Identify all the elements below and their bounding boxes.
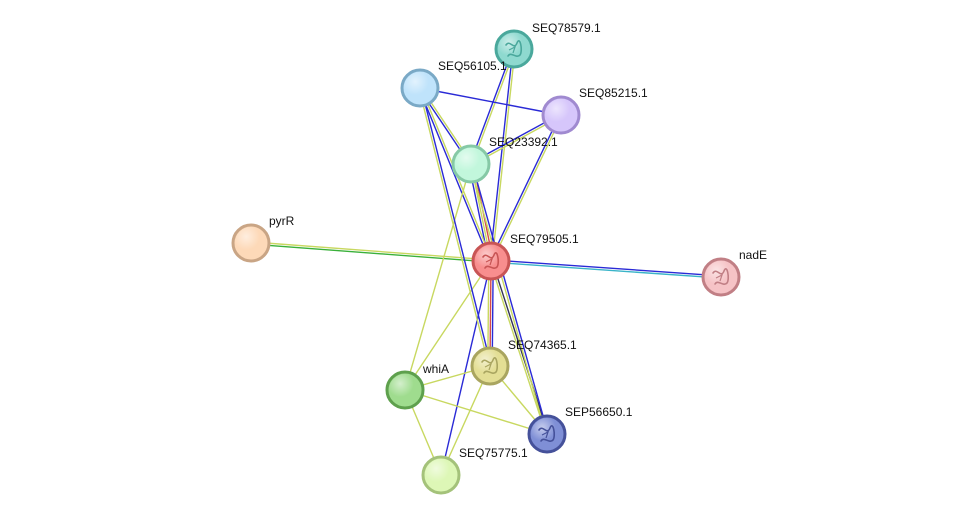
edge-channel-line [469,48,514,164]
edge-channel-line [418,88,490,367]
protein-structure-icon [482,252,500,269]
node-whia[interactable]: whiA [385,362,449,410]
node-seq75775-1[interactable]: SEQ75775.1 [421,446,528,495]
protein-structure-icon [481,357,499,374]
edge-whia-sep56650-1[interactable] [404,389,548,435]
edge-channel-line [489,48,514,261]
node-label: SEP56650.1 [565,405,633,419]
edge-channel-line [420,87,492,366]
edge-seq23392-1-seq78579-1[interactable] [469,48,516,165]
node-seq85215-1[interactable]: SEQ85215.1 [541,86,648,135]
node-sep56650-1[interactable]: SEP56650.1 [527,405,633,454]
node-label: whiA [422,362,449,376]
node-seq23392-1[interactable]: SEQ23392.1 [451,135,558,184]
edge-channel-line [471,163,549,434]
node-label: SEQ78579.1 [532,21,601,35]
node-label: SEQ85215.1 [579,86,648,100]
edge-seq79505-1-seq78579-1[interactable] [489,48,516,262]
edge-channel-line [489,261,547,435]
edge-channel-line [404,389,548,435]
node-nade[interactable]: nadE [701,248,767,297]
edge-channel-line [491,259,722,277]
edge-channel-line [419,87,562,116]
edge-channel-line [491,49,516,262]
edge-seq79505-1-pyrr[interactable] [250,241,492,263]
node-label: SEQ23392.1 [489,135,558,149]
node-highlight [545,99,577,131]
edge-seq56105-1-seq85215-1[interactable] [419,87,562,116]
node-highlight [235,227,267,259]
protein-structure-icon [505,40,523,57]
node-label: SEQ74365.1 [508,338,577,352]
edge-seq79505-1-seq85215-1[interactable] [489,114,563,262]
edge-channel-line [418,88,491,262]
node-label: SEQ79505.1 [510,232,579,246]
node-label: nadE [739,248,767,262]
edge-seq23392-1-whia[interactable] [404,163,472,391]
edge-seq23392-1-sep56650-1[interactable] [469,163,549,435]
node-highlight [455,148,487,180]
edge-channel-line [491,260,549,434]
edge-seq79505-1-seq75775-1[interactable] [440,260,492,476]
node-label: pyrR [269,214,295,228]
node-pyrr[interactable]: pyrR [231,214,295,263]
edge-channel-line [471,49,516,165]
node-seq79505-1[interactable]: SEQ79505.1 [471,232,579,281]
edge-channel-line [489,114,561,261]
node-seq56105-1[interactable]: SEQ56105.1 [400,59,507,108]
edge-channel-line [440,260,492,476]
edge-seq79505-1-nade[interactable] [490,259,722,279]
node-label: SEQ75775.1 [459,446,528,460]
edge-channel-line [440,365,491,476]
edge-seq74365-1-seq75775-1[interactable] [440,365,491,476]
edge-channel-line [250,243,491,263]
node-seq78579-1[interactable]: SEQ78579.1 [494,21,601,69]
edge-channel-line [491,115,563,262]
edge-seq79505-1-whia[interactable] [404,260,492,391]
edge-channel-line [404,163,472,391]
node-highlight [389,374,421,406]
edge-channel-line [490,261,721,279]
edge-channel-line [404,260,492,391]
node-highlight [404,72,436,104]
edge-seq79505-1-sep56650-1[interactable] [489,260,549,435]
node-seq74365-1[interactable]: SEQ74365.1 [470,338,577,386]
node-label: SEQ56105.1 [438,59,507,73]
node-highlight [425,459,457,491]
edge-channel-line [469,164,547,435]
edge-channel-line [251,241,492,261]
protein-structure-icon [538,425,556,442]
nodes-layer: SEQ78579.1SEQ56105.1SEQ85215.1SEQ23392.1… [231,21,767,495]
edge-seq56105-1-seq74365-1[interactable] [418,87,492,367]
protein-structure-icon [712,268,730,285]
